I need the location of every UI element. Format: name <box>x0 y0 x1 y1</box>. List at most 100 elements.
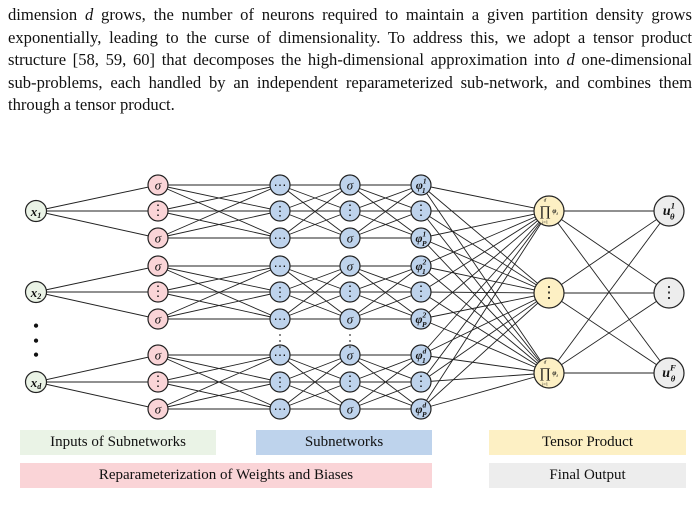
para-math-d-2: d <box>566 50 575 70</box>
input-edge <box>35 354 159 383</box>
hidden-edge <box>279 291 351 320</box>
tensor-label: ⋮ <box>541 285 557 302</box>
reparam-node <box>147 281 169 303</box>
phi-edge <box>420 210 550 293</box>
reparam-node <box>147 255 169 277</box>
gap-dot <box>279 334 281 336</box>
phi-edge <box>420 292 550 320</box>
hidden-edge <box>349 381 422 410</box>
phi-node <box>410 281 432 303</box>
para-text-3: one-dimensional sub-problems, each handl… <box>8 50 692 115</box>
phi-edge <box>420 291 550 294</box>
phi-label: ⋮ <box>414 204 428 219</box>
phi-edge <box>420 292 550 410</box>
output-node <box>653 357 685 389</box>
subnet-label: σ <box>347 348 354 363</box>
tensor-term: φi <box>552 207 558 216</box>
hidden-edge <box>157 210 281 239</box>
phi-edge <box>420 265 550 294</box>
phi-edge <box>420 184 550 294</box>
reparam-label: σ <box>155 259 162 274</box>
subnet-label: σ <box>347 312 354 327</box>
reparam-label: σ <box>155 312 162 327</box>
subnet-label: ⋯ <box>274 312 287 327</box>
vertical-dots: • <box>33 316 39 336</box>
input-label: x1 <box>30 204 42 220</box>
legend-reparameterization: Reparameterization of Weights and Biases <box>20 463 432 488</box>
hidden-edge <box>157 184 281 239</box>
tensor-symbol: ∏ <box>539 205 551 220</box>
subnet-node <box>269 281 291 303</box>
output-node <box>653 195 685 227</box>
subnet-label: ⋮ <box>343 375 357 390</box>
hidden-edge <box>279 354 351 383</box>
subnet-label: ⋯ <box>274 178 287 193</box>
phi-edge <box>420 291 550 374</box>
tensor-node <box>533 195 565 227</box>
output-edge <box>548 292 670 374</box>
phi-edge <box>420 372 550 410</box>
subnet-node <box>339 174 361 196</box>
hidden-edge <box>349 184 422 239</box>
legend-final-output: Final Output <box>489 463 686 488</box>
vertical-dots: • <box>33 345 39 365</box>
reparam-label: σ <box>155 348 162 363</box>
phi-node <box>410 371 432 393</box>
subnet-label: ⋮ <box>274 375 287 390</box>
input-edge <box>35 184 159 212</box>
gap-dot <box>279 346 281 348</box>
input-label: x2 <box>30 285 42 301</box>
output-label: ⋮ <box>661 285 677 302</box>
phi-edge <box>420 210 550 383</box>
subnet-node <box>339 227 361 249</box>
reparam-node <box>147 227 169 249</box>
hidden-edge <box>349 291 422 320</box>
hidden-edge <box>349 265 422 320</box>
subnet-node <box>339 308 361 330</box>
reparam-label: σ <box>155 231 162 246</box>
subnet-label: ⋮ <box>343 285 357 300</box>
hidden-edge <box>349 354 422 383</box>
tensor-symbol: ∏ <box>539 367 551 382</box>
tensor-upper: d <box>544 199 547 204</box>
legend-inputs: Inputs of Subnetworks <box>20 430 216 455</box>
phi-edge <box>420 210 550 356</box>
hidden-edge <box>349 354 422 410</box>
hidden-edge <box>279 265 351 293</box>
tensor-upper: d <box>544 361 547 366</box>
subnet-node <box>269 255 291 277</box>
reparam-label: ⋮ <box>151 375 165 390</box>
para-text-1: dimension <box>8 5 85 24</box>
phi-edge <box>420 292 550 383</box>
phi-edge <box>420 318 550 374</box>
reparam-node <box>147 398 169 420</box>
subnet-node <box>339 398 361 420</box>
phi-edge <box>420 210 550 239</box>
hidden-edge <box>279 265 351 320</box>
phi-node <box>410 308 432 330</box>
phi-node <box>410 174 432 196</box>
subnet-node <box>269 398 291 420</box>
subnet-node <box>339 200 361 222</box>
subnet-node <box>269 344 291 366</box>
phi-edge <box>420 184 550 374</box>
hidden-edge <box>157 184 281 212</box>
input-edge <box>35 265 159 293</box>
hidden-edge <box>279 184 351 212</box>
subnet-node <box>269 200 291 222</box>
subnet-label: ⋯ <box>274 259 287 274</box>
subnet-label: ⋮ <box>274 285 287 300</box>
phi-edge <box>420 354 550 374</box>
input-label: xd <box>30 375 43 391</box>
reparam-label: σ <box>155 178 162 193</box>
hidden-edge <box>157 354 281 383</box>
hidden-edge <box>349 210 422 239</box>
hidden-edge <box>279 354 351 410</box>
